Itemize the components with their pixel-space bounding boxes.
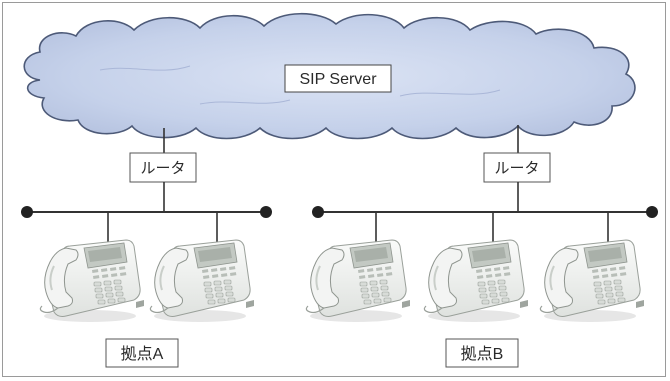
- site-a-box: [105, 338, 179, 368]
- phone-icon: [39, 239, 145, 323]
- router-a-box: [129, 152, 197, 183]
- server-label: SIP Server: [299, 71, 377, 88]
- network-node-icon: [260, 206, 272, 218]
- router-b-box: [483, 152, 551, 183]
- site-b-box: [445, 338, 519, 368]
- site-a-label: 拠点A: [121, 345, 164, 363]
- phone-icon: [149, 239, 255, 323]
- phone-icon: [539, 239, 645, 323]
- server-label-box: [284, 64, 392, 93]
- router-b-label: ルータ: [494, 160, 539, 177]
- network-node-icon: [312, 206, 324, 218]
- router-a-label: ルータ: [140, 160, 185, 177]
- network-node-icon: [646, 206, 658, 218]
- phone-icon: [305, 239, 411, 323]
- phone-icon: [423, 239, 529, 323]
- network-node-icon: [21, 206, 33, 218]
- site-b-label: 拠点B: [461, 345, 504, 363]
